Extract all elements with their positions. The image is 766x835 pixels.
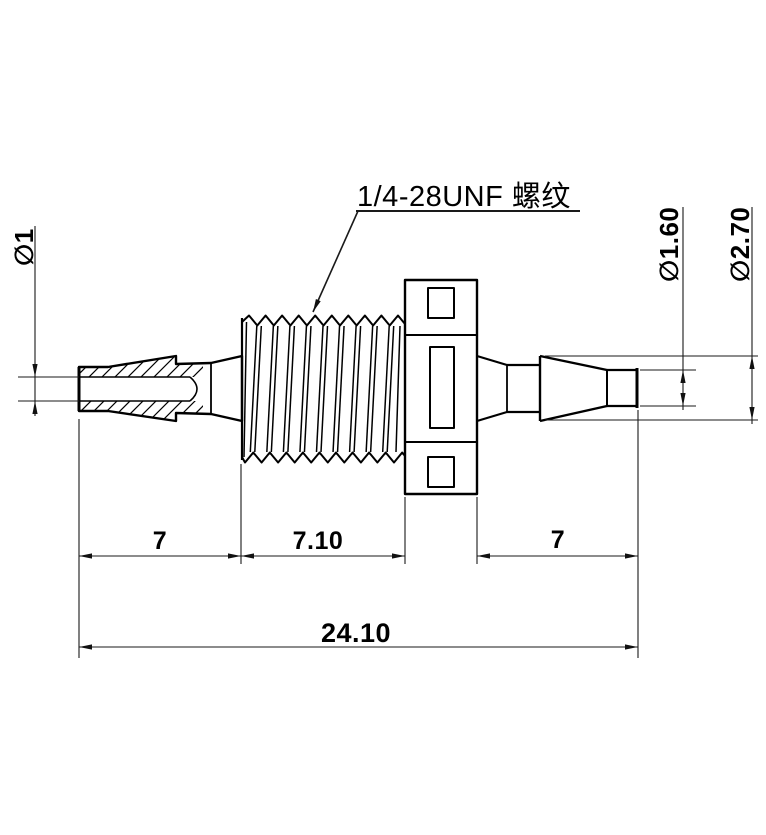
- thread-crest-bottom: [241, 451, 406, 464]
- thread-crest-top: [241, 314, 406, 327]
- right-neck-bottom: [476, 410, 540, 423]
- detail-line: [395, 325, 401, 453]
- right-cone-bottom: [539, 404, 608, 423]
- detail-line: [174, 401, 203, 421]
- detail-line: [79, 401, 160, 421]
- detail-line: [332, 325, 341, 453]
- right-neck-top: [476, 354, 540, 367]
- detail-line: [79, 356, 134, 377]
- flange-body: [403, 278, 479, 496]
- detail-line: [254, 325, 263, 453]
- dim-left-barb-length: 7: [153, 527, 167, 555]
- detail-line: [79, 401, 108, 421]
- leader-arrow: [313, 299, 321, 312]
- arrow: [680, 370, 686, 383]
- detail-line: [79, 401, 147, 421]
- right-cone-top: [539, 354, 608, 372]
- arrow: [625, 644, 638, 650]
- leader-line: [312, 210, 359, 313]
- detail-line: [348, 325, 357, 453]
- annotations: 1/4-28UNF 螺纹 7 7.10 7 24.10 ∅1 ∅1.60 ∅2.…: [9, 180, 755, 648]
- detail-line: [79, 356, 160, 377]
- arrow: [477, 553, 490, 559]
- left-barb-outline: [77, 354, 244, 423]
- detail-line: [83, 356, 173, 377]
- detail-line: [243, 321, 248, 458]
- detail-line: [369, 325, 378, 453]
- arrow: [79, 644, 92, 650]
- flange-slot-top: [427, 287, 455, 319]
- thread-callout-label: 1/4-28UNF 螺纹: [357, 180, 571, 213]
- arrow: [228, 553, 241, 559]
- detail-line: [386, 325, 395, 453]
- detail-line: [299, 325, 308, 453]
- detail-line: [174, 356, 203, 377]
- arrow: [392, 553, 405, 559]
- part-outline: [0, 278, 639, 496]
- detail-line: [266, 325, 275, 453]
- thread-flank-lines: [243, 321, 401, 458]
- arrow: [625, 553, 638, 559]
- dim-thread-length: 7.10: [293, 527, 344, 555]
- detail-line: [365, 325, 374, 453]
- detail-line: [320, 325, 329, 453]
- dim-overall-length: 24.10: [321, 618, 391, 648]
- detail-line: [315, 325, 324, 453]
- detail-line: [96, 356, 186, 377]
- detail-line: [249, 325, 258, 453]
- left-bore-end-curve: [189, 376, 198, 402]
- detail-line: [353, 325, 362, 453]
- arrow: [32, 364, 38, 377]
- detail-line: [79, 356, 121, 377]
- detail-line: [79, 401, 95, 421]
- detail-line: [270, 325, 279, 453]
- dim-barb-diameter: ∅2.70: [725, 207, 755, 282]
- dim-right-barb-length: 7: [551, 526, 565, 554]
- detail-line: [0, 346, 68, 434]
- detail-line: [79, 401, 134, 421]
- detail-line: [282, 325, 291, 453]
- detail-line: [79, 356, 108, 377]
- detail-line: [79, 356, 147, 377]
- dimension-arrowheads: [32, 299, 755, 650]
- flange-slot-middle: [429, 346, 455, 429]
- detail-line: [79, 356, 95, 377]
- detail-line: [79, 401, 121, 421]
- detail-line: [336, 325, 345, 453]
- detail-line: [0, 346, 68, 434]
- dim-tip-diameter: ∅1.60: [654, 207, 684, 282]
- dim-bore-diameter: ∅1: [9, 228, 39, 266]
- detail-line: [79, 356, 82, 377]
- detail-line: [303, 325, 312, 453]
- arrow: [749, 356, 755, 369]
- arrow: [749, 407, 755, 420]
- arrow: [32, 401, 38, 414]
- arrow: [241, 553, 254, 559]
- arrow: [79, 553, 92, 559]
- detail-line: [287, 325, 296, 453]
- detail-line: [381, 325, 390, 453]
- flange-slot-bottom: [427, 456, 455, 488]
- arrow: [680, 393, 686, 406]
- detail-line: [79, 401, 82, 421]
